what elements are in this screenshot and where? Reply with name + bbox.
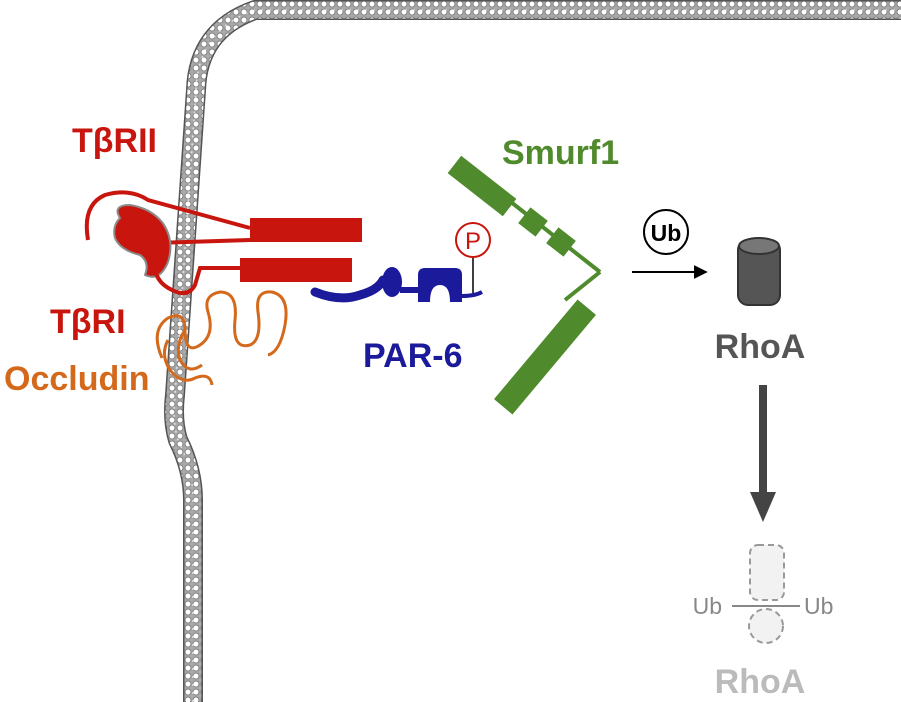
- tbri-label: TβRI: [50, 303, 126, 341]
- smurf1-protein: [447, 155, 602, 415]
- ubiquitination-step: Ub: [632, 209, 708, 279]
- rhoa-degraded-label: RhoA: [715, 663, 806, 701]
- phospho-site: P: [455, 222, 491, 293]
- par6-protein: [310, 267, 483, 303]
- occludin-label: Occludin: [4, 360, 149, 398]
- ub-left-label: Ub: [693, 593, 722, 619]
- rhoa-active: [737, 237, 781, 306]
- degradation-arrow: [750, 385, 776, 522]
- occludin-protein: [155, 290, 288, 386]
- tbri-receptor: [152, 251, 352, 296]
- ub-tag-label: Ub: [651, 220, 682, 246]
- cell-membrane: [164, 0, 901, 702]
- rhoa-label: RhoA: [715, 328, 806, 366]
- ub-right-label: Ub: [804, 593, 833, 619]
- tbrii-label: TβRII: [72, 122, 157, 160]
- phospho-label: P: [465, 228, 481, 255]
- par6-label: PAR-6: [363, 337, 463, 375]
- smurf1-label: Smurf1: [502, 134, 619, 172]
- tbrii-receptor: [84, 190, 362, 278]
- rhoa-degraded: Ub Ub: [693, 544, 833, 644]
